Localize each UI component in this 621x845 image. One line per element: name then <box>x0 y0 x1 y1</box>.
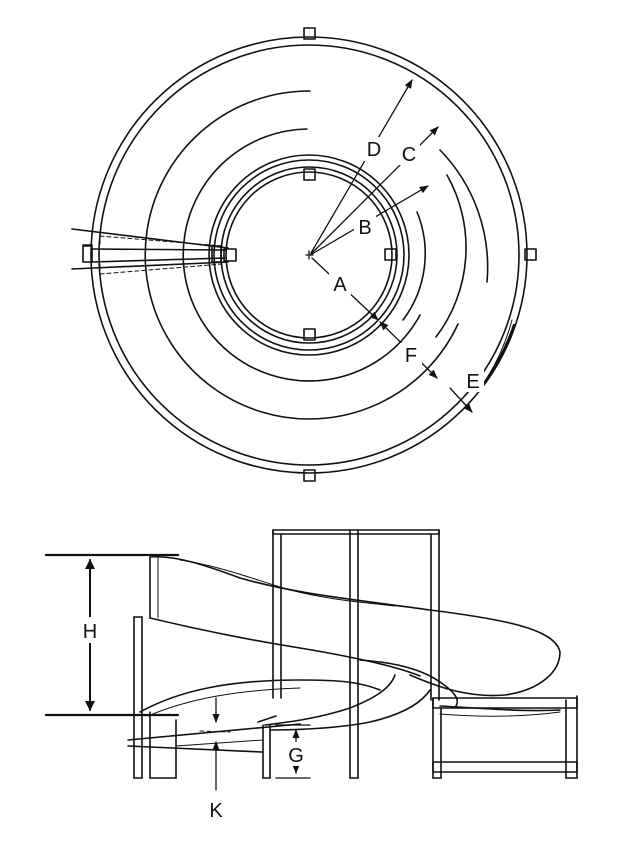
label-k: K <box>209 800 223 822</box>
k-dimension: K <box>209 697 223 822</box>
post-squares <box>223 27 537 482</box>
left-frame <box>133 616 277 779</box>
top-view: D C B A F E <box>71 27 537 482</box>
exit-runout <box>127 723 301 753</box>
label-g: G <box>288 745 304 767</box>
top-labels: D C B A F E <box>329 137 484 393</box>
center-column <box>208 154 410 356</box>
entry-platform <box>71 228 229 279</box>
height-dimension: H <box>44 553 180 717</box>
tower-frame <box>272 529 440 779</box>
dim-d-line <box>310 79 413 254</box>
label-d: D <box>367 139 381 161</box>
label-f: F <box>405 345 417 367</box>
upper-slide-tube <box>149 554 561 697</box>
outer-rim <box>90 36 528 474</box>
label-h: H <box>83 621 97 643</box>
label-a: A <box>333 274 347 296</box>
label-e: E <box>466 371 479 393</box>
spiral-arcs <box>144 90 489 420</box>
g-dimension: G <box>275 724 311 779</box>
side-view: H K G <box>44 529 578 822</box>
dim-e-line <box>449 387 473 413</box>
dimension-lines <box>305 79 473 413</box>
label-b: B <box>358 217 371 239</box>
lower-right-frame <box>432 695 578 779</box>
label-c: C <box>402 144 416 166</box>
